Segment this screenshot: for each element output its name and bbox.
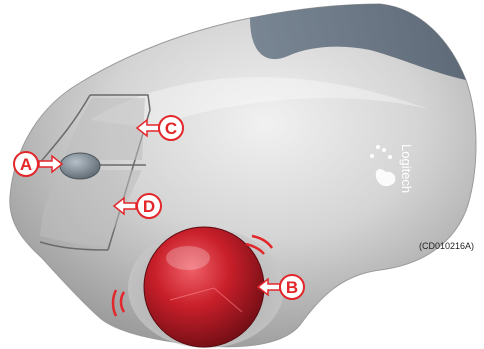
brand-name: Logitech — [399, 144, 414, 193]
callout-b-letter: B — [286, 278, 298, 297]
callout-a-letter: A — [20, 155, 32, 174]
figure-code: (CD010216A) — [419, 241, 474, 251]
button-a[interactable] — [60, 153, 100, 179]
callout-c-letter: C — [165, 119, 177, 138]
callout-d-letter: D — [143, 197, 155, 216]
